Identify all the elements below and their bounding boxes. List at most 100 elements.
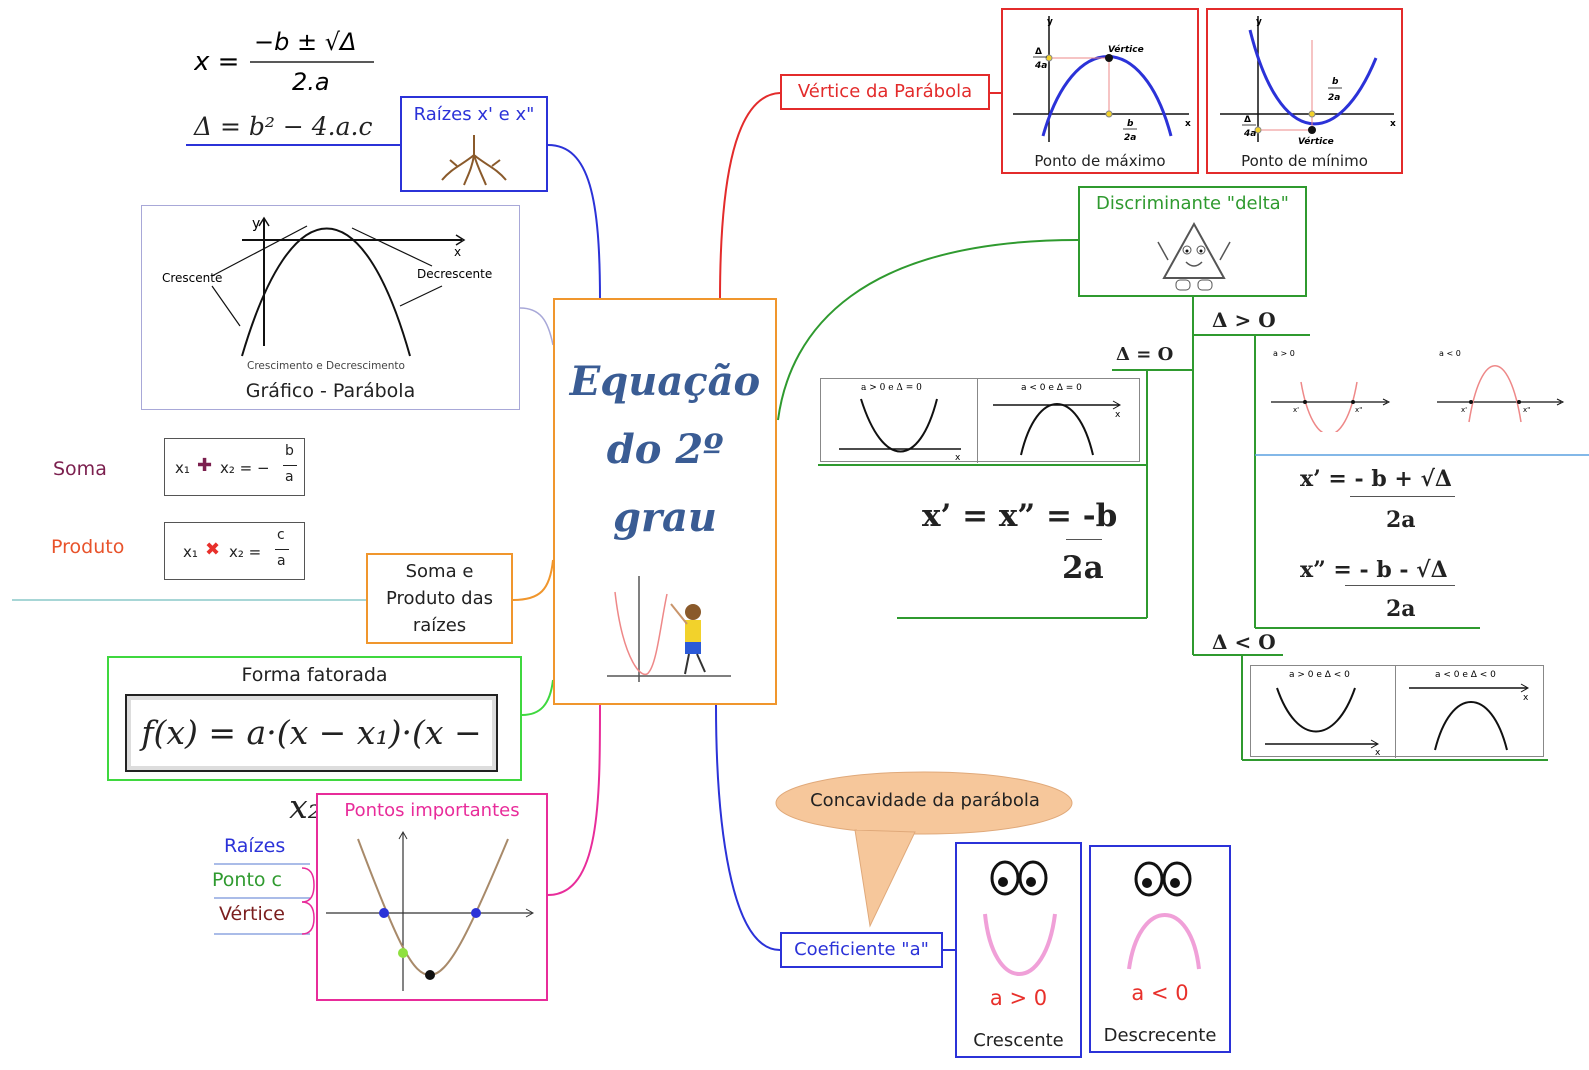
pontos-title: Pontos importantes (318, 800, 546, 821)
lt-b-x: x (1523, 693, 1529, 703)
soma-produto-line2: Produto das (368, 585, 511, 612)
times-icon: ✖ (205, 539, 220, 560)
connector-grafico (520, 308, 553, 345)
svg-text:y: y (1256, 17, 1262, 27)
produto-label: Produto (51, 536, 124, 558)
produto-x1: x₁ (183, 543, 198, 561)
center-title-line3: grau (555, 484, 775, 552)
decrescente-label: Decrescente (417, 267, 492, 281)
fatorada-node[interactable]: Forma fatorada f(x) = a·(x − x₁)·(x − x₂… (107, 656, 522, 781)
crescente-cond: a > 0 (957, 986, 1080, 1010)
grafico-caption: Crescimento e Decrescimento (247, 360, 405, 372)
coeficiente-node[interactable]: Coeficiente "a" (780, 932, 943, 968)
fatorada-formula: f(x) = a·(x − x₁)·(x − x₂) (125, 694, 498, 772)
center-title-line2: do 2º (555, 416, 775, 484)
gt-formula2-line2: 2a (1386, 596, 1416, 622)
gt-a-x1: x' (1293, 406, 1299, 414)
lt-b-caption: a < 0 e Δ < 0 (1435, 670, 1496, 680)
pontos-node[interactable]: Pontos importantes (316, 793, 548, 1001)
roots-icon (402, 130, 546, 190)
eq-formula-line2: 2a (1062, 550, 1104, 586)
gt-formula1-line1: x’ = - b + √Δ (1300, 466, 1452, 492)
pontos-raizes-label: Raízes (224, 835, 285, 857)
svg-text:x: x (1390, 119, 1396, 129)
decrescente-box: a < 0 Descrecente (1089, 845, 1231, 1053)
min-caption: Ponto de mínimo (1208, 152, 1401, 170)
soma-mid: x₂ = − (220, 459, 270, 477)
frown-face-icon (1091, 847, 1229, 987)
svg-text:2.a: 2.a (292, 68, 330, 96)
svg-text:x =: x = (194, 47, 239, 77)
girl-drawing-parabola-illustration (601, 572, 751, 692)
svg-text:x: x (1115, 410, 1121, 420)
pontos-vertice-label: Vértice (219, 903, 285, 925)
bhaskara-formula: x = −b ± √Δ 2.a (194, 22, 384, 109)
delta-eq-formula: x’ = x” = -b (922, 498, 1117, 534)
vertice-node[interactable]: Vértice da Parábola (780, 74, 990, 110)
soma-formula-box: x₁ ✚ x₂ = − b a (164, 438, 305, 496)
eq-a-caption: a > 0 e Δ = 0 (861, 383, 922, 393)
decrescente-cond: a < 0 (1091, 981, 1229, 1005)
connector-fatorada (522, 680, 553, 715)
smile-face-icon (957, 844, 1080, 994)
grafico-node[interactable]: y x Crescente Decrescente Crescimento e … (141, 205, 520, 410)
gt-a-caption: a > 0 (1273, 349, 1295, 358)
max-4a: 4a (1034, 61, 1047, 71)
svg-text:x: x (955, 453, 961, 463)
delta-formula: Δ = b² − 4.a.c (194, 112, 372, 141)
eq-b-caption: a < 0 e Δ = 0 (1021, 383, 1082, 393)
soma-x1: x₁ (175, 459, 190, 477)
discriminante-title: Discriminante "delta" (1080, 193, 1305, 214)
center-title: Equação do 2º grau (555, 348, 775, 552)
discriminante-node[interactable]: Discriminante "delta" (1078, 186, 1307, 297)
bhaskara-svg: x = −b ± √Δ 2.a (194, 22, 384, 102)
delta-gt-label: Δ > O (1212, 308, 1276, 332)
vertice-min-box: Vértice Δ 4a b 2a y x Ponto de mínimo (1206, 8, 1403, 174)
delta-eq-charts: a > 0 e Δ = 0 x a < 0 e Δ = 0 x (820, 378, 1140, 462)
axis-y-label: y (252, 216, 260, 232)
delta-lt-charts: a > 0 e Δ < 0 x a < 0 e Δ < 0 x (1250, 665, 1544, 757)
raizes-node[interactable]: Raízes x' e x" (400, 96, 548, 192)
soma-num: b (285, 443, 294, 459)
min-delta: Δ (1244, 115, 1251, 125)
vertice-title: Vértice da Parábola (782, 76, 988, 108)
connector-soma-produto (513, 560, 553, 600)
min-2a: 2a (1328, 93, 1340, 103)
produto-den: a (277, 553, 286, 569)
crescente-box: a > 0 Crescente (955, 842, 1082, 1058)
concavidade-balloon-text: Concavidade da parábola (775, 790, 1075, 811)
delta-lt-svg: a > 0 e Δ < 0 x a < 0 e Δ < 0 x (1251, 666, 1545, 758)
connector-raizes (548, 145, 600, 300)
gt-formula2-line1: x” = - b - √Δ (1300, 557, 1448, 583)
max-b: b (1127, 119, 1134, 129)
produto-num: c (277, 527, 285, 543)
svg-text:x: x (1185, 119, 1191, 129)
soma-label: Soma (53, 458, 107, 480)
max-2a: 2a (1124, 133, 1136, 143)
soma-den: a (285, 469, 294, 485)
min-point-chart: Vértice Δ 4a b 2a y x (1208, 10, 1401, 150)
produto-formula-box: x₁ ✖ x₂ = c a (164, 522, 305, 580)
coeficiente-title: Coeficiente "a" (782, 934, 941, 966)
max-point-chart: Vértice Δ 4a b 2a y x (1003, 10, 1197, 150)
soma-produto-line3: raízes (368, 612, 511, 639)
delta-eq-svg: a > 0 e Δ = 0 x a < 0 e Δ = 0 x (821, 379, 1141, 463)
produto-mid: x₂ = (229, 543, 261, 561)
gt-formula1-line2: 2a (1386, 507, 1416, 533)
lt-a-caption: a > 0 e Δ < 0 (1289, 670, 1350, 680)
delta-lt-label: Δ < O (1212, 630, 1276, 654)
grafico-title: Gráfico - Parábola (142, 380, 519, 402)
raizes-title: Raízes x' e x" (402, 104, 546, 125)
plus-icon: ✚ (197, 455, 212, 476)
fatorada-title: Forma fatorada (109, 664, 520, 686)
max-delta: Δ (1035, 47, 1042, 57)
connector-pontos (548, 705, 600, 895)
center-node[interactable]: Equação do 2º grau (553, 298, 777, 705)
svg-text:−b ± √Δ: −b ± √Δ (254, 28, 356, 56)
connector-coeficiente (716, 705, 780, 950)
soma-produto-node[interactable]: Soma e Produto das raízes (366, 553, 513, 644)
pontos-c-label: Ponto c (212, 869, 282, 891)
axis-x-label: x (454, 245, 461, 259)
lt-a-x: x (1375, 748, 1381, 758)
vertice-max-box: Vértice Δ 4a b 2a y x Ponto de máximo (1001, 8, 1199, 174)
